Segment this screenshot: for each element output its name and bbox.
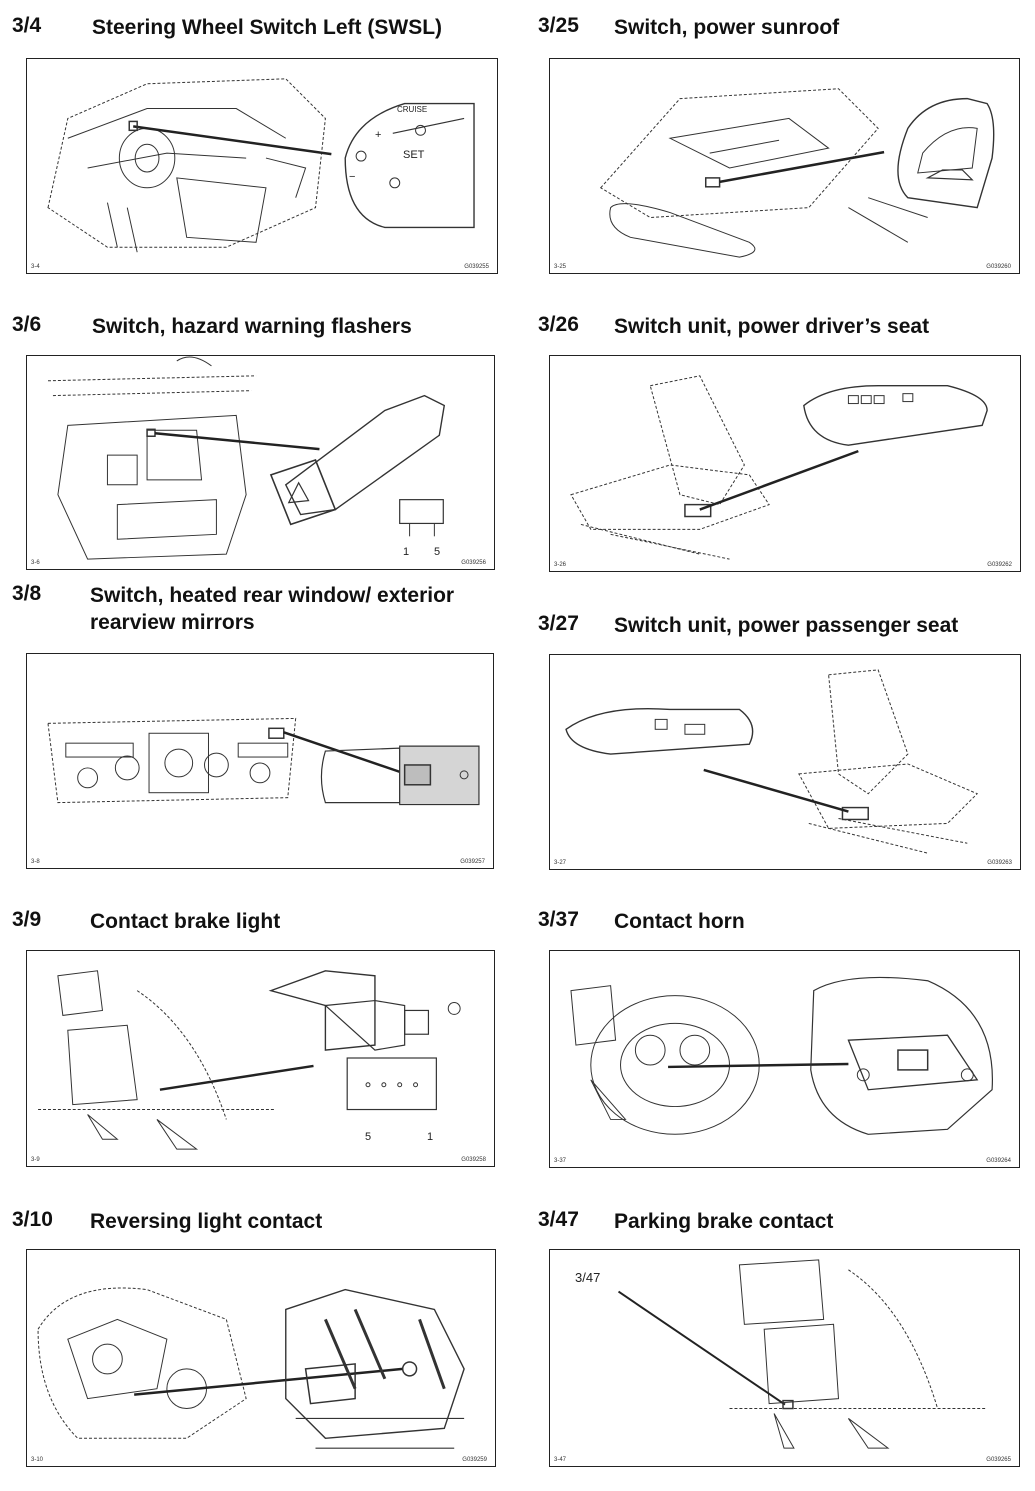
section-title: Switch, power sunroof [614, 16, 840, 39]
figure-code: G039259 [462, 1457, 487, 1463]
figure-frame: 1 5 3-6 G039256 [26, 355, 495, 570]
figure-code: G039263 [987, 860, 1012, 866]
figure-ref: 3-4 [31, 264, 40, 270]
section-title: Switch unit, power driver’s seat [614, 315, 930, 338]
figure-frame: 3/47 3-47 G039265 [549, 1249, 1020, 1467]
section-number: 3/37 [538, 908, 579, 931]
parking-brake-contact-illustration [617, 1259, 988, 1449]
section-title: Reversing light contact [90, 1210, 323, 1233]
section-number: 3/9 [12, 908, 42, 931]
horn-contact-illustration [570, 976, 993, 1135]
figure-frame: 3-27 G039263 [549, 654, 1021, 870]
driver-seat-switch-illustration [570, 375, 988, 560]
figure-ref: 3-27 [554, 860, 567, 866]
section-number: 3/6 [12, 313, 42, 336]
pin-5-label: 5 [434, 546, 441, 558]
figure-code: G039257 [460, 859, 485, 865]
figure-ref: 3-25 [554, 264, 567, 270]
section-number: 3/8 [12, 582, 42, 605]
figure-frame: 3-8 G039257 [26, 653, 494, 869]
figure-frame: 3-10 G039259 [26, 1249, 496, 1467]
pin-5-label: 5 [365, 1131, 372, 1143]
figure-ref: 3-6 [31, 560, 40, 566]
section-number: 3/27 [538, 612, 579, 635]
section-number: 3/25 [538, 14, 579, 37]
reversing-light-contact-illustration [37, 1287, 465, 1449]
figure-frame: 3-37 G039264 [549, 950, 1020, 1168]
minus-label: − [349, 171, 356, 183]
set-label: SET [403, 149, 425, 161]
heated-window-switch-illustration [47, 717, 480, 806]
figure-ref: 3-8 [31, 859, 40, 865]
section-title: Contact horn [614, 910, 745, 933]
brake-light-contact-illustration [38, 970, 461, 1150]
section-number: 3/10 [12, 1208, 53, 1231]
sunroof-switch-illustration [599, 88, 995, 258]
figure-code: G039255 [464, 264, 489, 270]
figure-code: G039265 [986, 1457, 1011, 1463]
figure-frame: 3-25 G039260 [549, 58, 1020, 274]
section-title: Steering Wheel Switch Left (SWSL) [92, 16, 443, 39]
section-number: 3/47 [538, 1208, 579, 1231]
figure-frame: 3-26 G039262 [549, 355, 1021, 572]
section-title-line2: rearview mirrors [90, 611, 255, 634]
figure-ref: 3-9 [31, 1157, 40, 1163]
figure-frame: CRUISE + SET − 3-4 G039255 [26, 58, 498, 274]
figure-code: G039260 [986, 264, 1011, 270]
cruise-label: CRUISE [397, 105, 428, 114]
section-title: Switch, hazard warning flashers [92, 315, 412, 338]
figure-code: G039264 [986, 1158, 1011, 1164]
section-number: 3/26 [538, 313, 579, 336]
figure-ref: 3-37 [554, 1158, 567, 1164]
pin-1-label: 1 [427, 1131, 434, 1143]
steering-wheel-switch-illustration [47, 78, 475, 253]
section-title: Switch, heated rear window/ exterior [90, 584, 455, 607]
pin-1-label: 1 [403, 546, 410, 558]
section-number: 3/4 [12, 14, 42, 37]
figure-ref: 3-26 [554, 562, 567, 568]
section-title: Parking brake contact [614, 1210, 834, 1233]
plus-label: + [375, 129, 382, 141]
figure-ref: 3-47 [554, 1457, 567, 1463]
passenger-seat-switch-illustration [565, 669, 979, 854]
section-title: Switch unit, power passenger seat [614, 614, 959, 637]
hazard-switch-illustration [47, 356, 446, 560]
figure-code: G039256 [461, 560, 486, 566]
figure-ref: 3-10 [31, 1457, 44, 1463]
figure-code: G039258 [461, 1157, 486, 1163]
figure-code: G039262 [987, 562, 1012, 568]
figure-frame: 5 1 3-9 G039258 [26, 950, 495, 1167]
section-title: Contact brake light [90, 910, 281, 933]
callout-label: 3/47 [575, 1270, 601, 1285]
